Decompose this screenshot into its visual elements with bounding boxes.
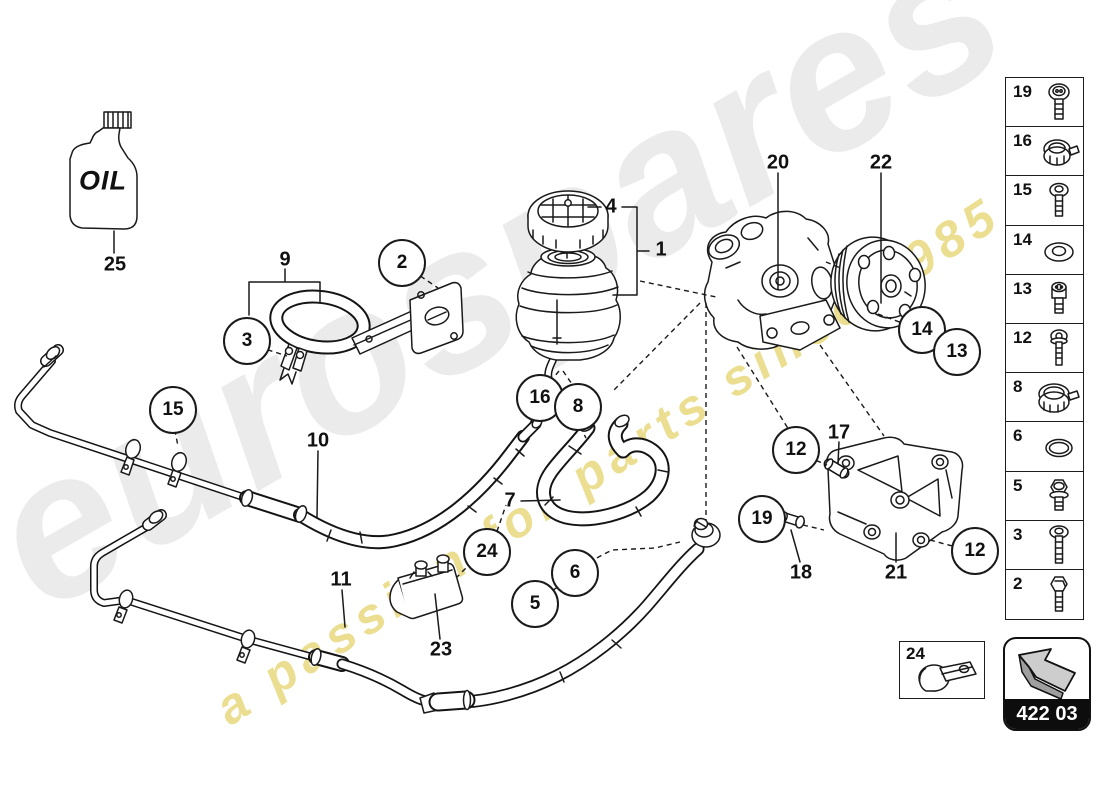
pan-head-screw-long-icon (1049, 525, 1069, 564)
sidebar-item-num: 13 (1013, 278, 1032, 298)
sidebar-item-15[interactable]: 15 (1005, 175, 1084, 227)
sidebar-item-19[interactable]: 19 (1005, 77, 1084, 128)
hose-10-drawing (239, 417, 543, 550)
oil-jug-label: OIL (79, 165, 127, 196)
pump-drawing (703, 210, 842, 351)
sidebar-item-5[interactable]: 5 (1005, 470, 1084, 522)
label-22: 22 (869, 151, 893, 174)
label-21: 21 (884, 561, 908, 584)
callout-circle-15[interactable]: 15 (149, 386, 197, 434)
callout-circle-8[interactable]: 8 (554, 383, 602, 431)
label-23: 23 (429, 638, 453, 661)
fastener-sidebar: 19 16 15 14 13 (1005, 77, 1084, 621)
pan-head-screw-icon (1049, 183, 1069, 218)
bracket-21-drawing (779, 436, 964, 561)
pipe-clamp-drawing (120, 438, 188, 488)
sidebar-item-num: 15 (1013, 180, 1032, 200)
banjo-hose-drawing (419, 517, 721, 714)
callout-circle-5[interactable]: 5 (511, 580, 559, 628)
callout-circle-12a[interactable]: 12 (772, 426, 820, 474)
label-1: 1 (655, 238, 667, 261)
sidebar-item-13[interactable]: 13 (1005, 273, 1084, 325)
inset-box-num: 24 (906, 644, 925, 663)
label-20: 20 (766, 151, 790, 174)
callout-circle-24[interactable]: 24 (463, 528, 511, 576)
label-4: 4 (605, 195, 617, 218)
label-11: 11 (330, 568, 352, 591)
callout-circle-19[interactable]: 19 (738, 495, 786, 543)
p-clamp-icon (918, 661, 977, 692)
hose-7-drawing (536, 414, 670, 527)
clamp-bracket-drawing (269, 281, 464, 385)
callout-circle-3[interactable]: 3 (223, 317, 271, 365)
callout-circle-12b[interactable]: 12 (951, 527, 999, 575)
back-arrow-icon (1018, 648, 1076, 700)
callout-circle-2[interactable]: 2 (378, 239, 426, 287)
oil-jug-drawing (69, 111, 138, 230)
diagram-ref-tile[interactable]: 422 03 (1003, 637, 1091, 731)
sidebar-item-8[interactable]: 8 (1005, 372, 1084, 424)
stud-plate-drawing (389, 554, 464, 620)
upper-pipe-drawing (14, 344, 250, 502)
sidebar-item-num: 5 (1013, 475, 1023, 495)
hose-clamp-large-icon (1038, 383, 1080, 413)
pulley-drawing (830, 236, 926, 332)
label-25: 25 (103, 253, 127, 276)
sidebar-item-num: 12 (1013, 328, 1032, 348)
sidebar-item-num: 3 (1013, 524, 1023, 544)
sidebar-item-12[interactable]: 12 (1005, 323, 1084, 375)
socket-head-bolt-icon (1048, 83, 1070, 120)
torx-screw-icon (1050, 329, 1068, 366)
hose-clamp-icon (1043, 139, 1080, 166)
label-18: 18 (789, 561, 813, 584)
sidebar-item-16[interactable]: 16 (1005, 126, 1084, 178)
sidebar-item-3[interactable]: 3 (1005, 519, 1084, 571)
sidebar-item-num: 6 (1013, 426, 1023, 446)
sidebar-item-14[interactable]: 14 (1005, 224, 1084, 276)
sidebar-item-6[interactable]: 6 (1005, 421, 1084, 473)
diagram-ref-code: 422 03 (1005, 699, 1089, 729)
label-17: 17 (827, 421, 851, 444)
sidebar-item-num: 2 (1013, 574, 1023, 594)
sidebar-item-2[interactable]: 2 (1005, 569, 1084, 621)
short-socket-bolt-icon (1051, 281, 1067, 314)
label-7: 7 (504, 489, 516, 512)
callout-circle-14[interactable]: 14 (898, 306, 946, 354)
sidebar-item-num: 16 (1013, 131, 1032, 151)
hex-bolt-icon (1050, 576, 1068, 612)
label-10: 10 (306, 429, 330, 452)
hex-flange-bolt-icon (1049, 478, 1069, 511)
label-9: 9 (279, 248, 291, 271)
callout-circle-6[interactable]: 6 (551, 549, 599, 597)
seal-ring-icon (1045, 439, 1073, 458)
sidebar-item-num: 19 (1013, 82, 1032, 101)
callout-circle-13[interactable]: 13 (933, 328, 981, 376)
sidebar-item-num: 8 (1013, 377, 1023, 397)
washer-icon (1044, 241, 1074, 262)
reservoir-drawing (515, 190, 621, 386)
sidebar-item-num: 14 (1013, 229, 1032, 249)
inset-box-24[interactable]: 24 (899, 641, 985, 699)
leader-lines (113, 172, 897, 640)
